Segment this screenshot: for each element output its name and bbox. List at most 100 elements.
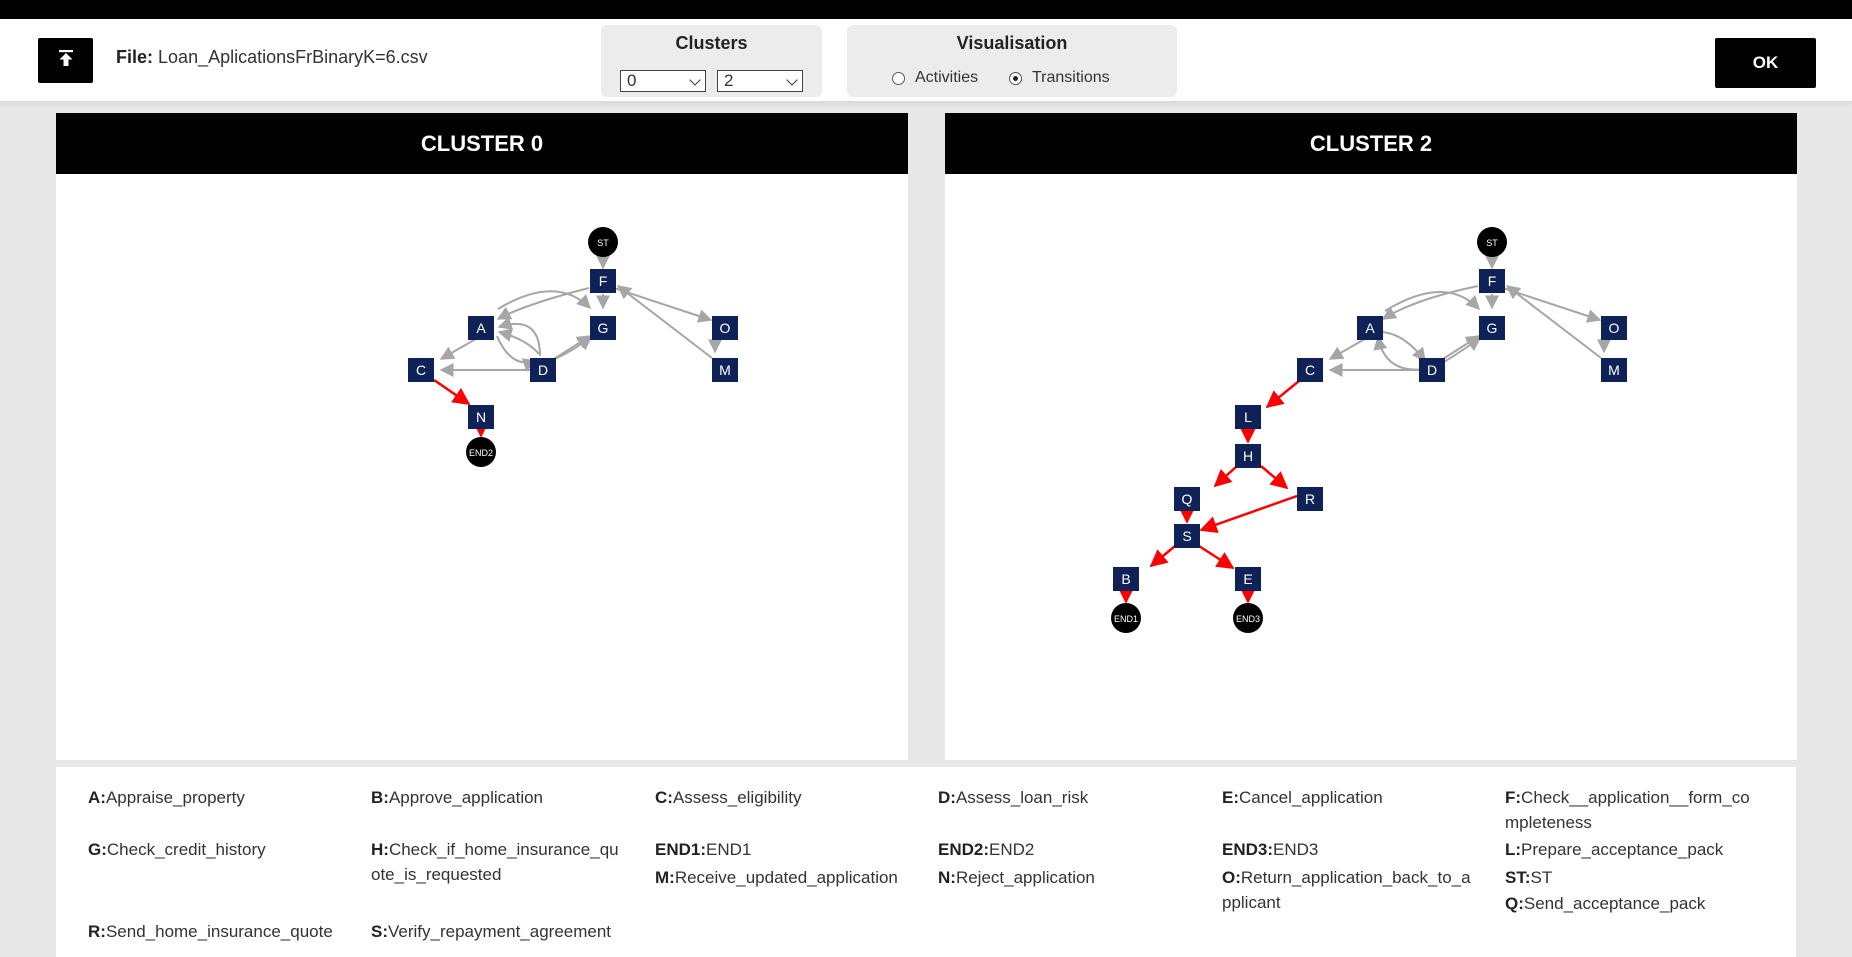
visualisation-panel: Visualisation Activities Transitions bbox=[847, 25, 1177, 97]
legend-item: C:Assess_eligibility bbox=[655, 788, 802, 807]
graph-node-label: N bbox=[476, 409, 486, 425]
legend-item: END3:END3 bbox=[1222, 840, 1319, 859]
graph-node-label: F bbox=[1488, 273, 1497, 289]
graph-node-label: G bbox=[1487, 320, 1498, 336]
graph-node-g[interactable] bbox=[590, 316, 616, 340]
graph-node-e[interactable] bbox=[1235, 567, 1261, 591]
graph-node-h[interactable] bbox=[1235, 444, 1261, 468]
edge bbox=[496, 287, 590, 320]
edge bbox=[553, 335, 592, 360]
nodes: ST F A G O C D M L H Q R S B bbox=[1111, 227, 1627, 633]
cluster-left-value: 0 bbox=[627, 71, 637, 90]
legend-item: S:Verify_repayment_agreement bbox=[371, 922, 612, 941]
graph-node-label: M bbox=[1608, 362, 1620, 378]
cluster-right-title: CLUSTER 2 bbox=[945, 113, 1797, 174]
edge bbox=[1381, 331, 1426, 363]
highlight-edge bbox=[433, 378, 471, 406]
edges bbox=[1328, 254, 1611, 377]
edge bbox=[554, 336, 593, 360]
graph-node-o[interactable] bbox=[712, 316, 738, 340]
graph-node-n[interactable] bbox=[468, 405, 494, 429]
legend: A:Appraise_property B:Approve_applicatio… bbox=[56, 767, 1796, 957]
graph-node-end2[interactable] bbox=[466, 437, 496, 467]
graph-node-label: C bbox=[416, 362, 426, 378]
highlight-edge bbox=[1149, 545, 1176, 568]
file-info: File: Loan_AplicationsFrBinaryK=6.csv bbox=[116, 47, 428, 68]
graph-node-g[interactable] bbox=[1479, 316, 1505, 340]
legend-item: Q:Send_acceptance_pack bbox=[1505, 894, 1706, 913]
highlight-edge bbox=[1260, 465, 1289, 490]
clusters-panel: Clusters 0 2 bbox=[601, 25, 822, 97]
clusters-title: Clusters bbox=[675, 33, 748, 53]
highlight-edges bbox=[1117, 380, 1300, 604]
toolbar: File: Loan_AplicationsFrBinaryK=6.csv Cl… bbox=[0, 19, 1852, 102]
graph-node-end3[interactable] bbox=[1233, 603, 1263, 633]
graph-node-f[interactable] bbox=[590, 269, 616, 293]
upload-icon bbox=[58, 49, 74, 72]
graph-node-f[interactable] bbox=[1479, 269, 1505, 293]
graph-node-o[interactable] bbox=[1601, 316, 1627, 340]
graph-node-st[interactable] bbox=[588, 227, 618, 257]
graph-node-r[interactable] bbox=[1297, 487, 1323, 511]
graph-node-b[interactable] bbox=[1113, 567, 1139, 591]
graph-node-m[interactable] bbox=[712, 358, 738, 382]
graph-node-s[interactable] bbox=[1174, 524, 1200, 548]
graph-node-label: Q bbox=[1182, 491, 1193, 507]
highlight-edge bbox=[1199, 494, 1298, 533]
legend-item: A:Appraise_property bbox=[88, 788, 245, 807]
graph-node-c[interactable] bbox=[1297, 358, 1323, 382]
graph-node-label: ST bbox=[597, 238, 609, 248]
radio-transitions[interactable]: Transitions bbox=[1009, 69, 1110, 87]
legend-item: N:Reject_application bbox=[938, 868, 1095, 887]
edge bbox=[616, 285, 713, 359]
legend-item: B:Approve_application bbox=[371, 788, 544, 807]
highlight-edge bbox=[1213, 465, 1238, 488]
legend-item: O:Return_application_back_to_applicant bbox=[1222, 868, 1471, 912]
graph-node-d[interactable] bbox=[1419, 358, 1445, 382]
graph-node-label: END1 bbox=[1114, 614, 1138, 624]
chevron-down-icon bbox=[689, 74, 701, 86]
edge bbox=[1384, 291, 1480, 312]
legend-item: F:Check__application__form_completeness bbox=[1505, 788, 1750, 832]
graph-node-label: O bbox=[720, 320, 731, 336]
graph-node-d[interactable] bbox=[530, 358, 556, 382]
highlight-edge bbox=[1265, 380, 1300, 409]
upload-button[interactable] bbox=[38, 38, 93, 83]
chevron-down-icon bbox=[786, 74, 798, 86]
cluster-left-graph: ST F A G O C D M N END2 bbox=[408, 227, 738, 467]
graph-node-c[interactable] bbox=[408, 358, 434, 382]
legend-item: E:Cancel_application bbox=[1222, 788, 1383, 807]
radio-activities-circle[interactable] bbox=[892, 71, 905, 85]
edge bbox=[497, 290, 591, 310]
legend-item: G:Check_credit_history bbox=[88, 840, 266, 859]
graph-node-label: M bbox=[719, 362, 731, 378]
graph-node-end1[interactable] bbox=[1111, 603, 1141, 633]
edge bbox=[613, 287, 713, 323]
graph-node-m[interactable] bbox=[1601, 358, 1627, 382]
graph-node-l[interactable] bbox=[1235, 405, 1261, 429]
cluster-right-select[interactable]: 2 bbox=[717, 70, 803, 92]
edge bbox=[1381, 285, 1479, 320]
graph-node-label: F bbox=[599, 273, 608, 289]
legend-item: ST:ST bbox=[1505, 868, 1553, 887]
graph-node-label: A bbox=[476, 320, 486, 336]
ok-button[interactable]: OK bbox=[1715, 38, 1816, 88]
graph-node-q[interactable] bbox=[1174, 487, 1200, 511]
graph-node-st[interactable] bbox=[1477, 227, 1507, 257]
top-bar bbox=[0, 0, 1852, 19]
graph-node-label: D bbox=[538, 362, 548, 378]
graph-node-a[interactable] bbox=[1357, 316, 1383, 340]
graph-node-label: END3 bbox=[1236, 614, 1260, 624]
legend-item: H:Check_if_home_insurance_quote_is_reque… bbox=[371, 840, 619, 884]
graph-node-label: END2 bbox=[469, 448, 493, 458]
cluster-left-select[interactable]: 0 bbox=[620, 70, 706, 92]
radio-transitions-circle[interactable] bbox=[1009, 71, 1022, 85]
radio-activities[interactable]: Activities bbox=[892, 69, 978, 87]
edge bbox=[1502, 287, 1602, 323]
edge bbox=[1505, 285, 1602, 359]
graph-node-a[interactable] bbox=[468, 316, 494, 340]
graph-node-label: G bbox=[598, 320, 609, 336]
graph-node-label: S bbox=[1182, 528, 1191, 544]
cluster-left-card: CLUSTER 0 bbox=[56, 113, 908, 760]
graph-node-label: D bbox=[1427, 362, 1437, 378]
